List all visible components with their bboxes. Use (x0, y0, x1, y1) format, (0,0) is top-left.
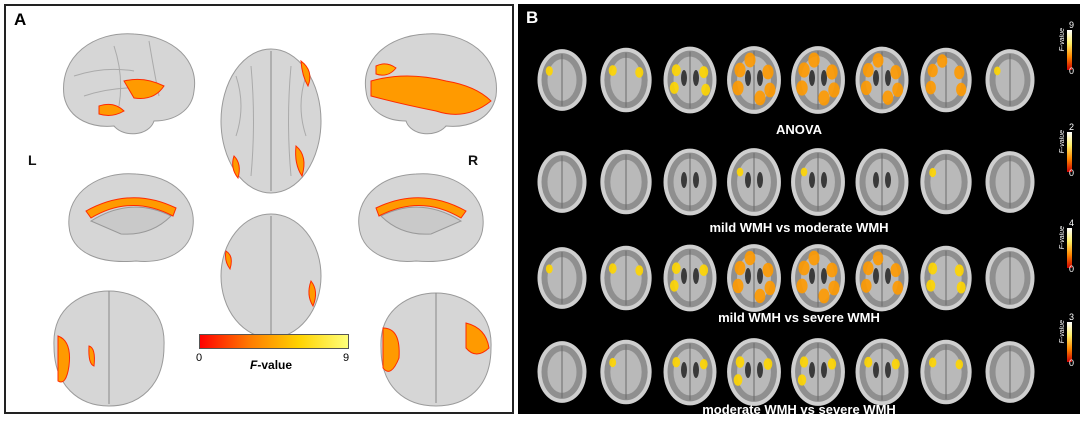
brain-top-view (220, 48, 322, 194)
axial-slice (600, 339, 652, 405)
brain-bottom-view (220, 213, 322, 339)
axial-slice (600, 149, 652, 215)
axial-slice (600, 245, 652, 311)
row-colorbar: 3 0 F-value (1040, 312, 1074, 370)
contrast-caption: moderate WMH vs severe WMH (702, 402, 896, 414)
panel-a: A L R (4, 4, 514, 414)
row-colorbar-min: 0 (1068, 358, 1074, 368)
row-colorbar-gradient (1067, 322, 1072, 362)
axial-slice (985, 49, 1035, 111)
axial-slice (920, 339, 972, 405)
contrast-caption: mild WMH vs severe WMH (718, 310, 880, 325)
f-value-colorbar (199, 334, 349, 349)
colorbar-max-label: 9 (343, 352, 350, 364)
axial-slice (855, 148, 909, 216)
axial-slice (791, 244, 845, 312)
brain-right-lateral (364, 33, 497, 135)
row-colorbar-min: 0 (1068, 168, 1074, 178)
axial-slice (537, 151, 587, 213)
row-colorbar-min: 0 (1068, 66, 1074, 76)
contrast-caption: ANOVA (776, 122, 822, 137)
axial-slice (920, 149, 972, 215)
row-colorbar-max: 4 (1068, 218, 1074, 228)
right-hemisphere-label: R (468, 152, 479, 168)
axial-slice (663, 338, 717, 406)
axial-slice (727, 148, 781, 216)
left-hemisphere-label: L (28, 152, 37, 168)
axial-slice (920, 47, 972, 113)
row-colorbar-gradient (1067, 132, 1072, 172)
row-colorbar-label: F-value (1059, 226, 1066, 250)
row-colorbar-gradient (1067, 30, 1072, 70)
panel-a-label: A (14, 10, 27, 29)
colorbar-title-rest: -value (257, 358, 293, 372)
brain-anterior-view (380, 292, 492, 407)
axial-slice (855, 338, 909, 406)
axial-slice (920, 245, 972, 311)
row-colorbar: 2 0 F-value (1040, 122, 1074, 180)
axial-slice (537, 341, 587, 403)
axial-slice (855, 46, 909, 114)
row-colorbar-label: F-value (1059, 320, 1066, 344)
panel-b-label: B (526, 8, 539, 27)
row-colorbar-max: 9 (1068, 20, 1074, 30)
axial-slice (985, 341, 1035, 403)
axial-slice (663, 46, 717, 114)
brain-left-lateral (63, 33, 196, 135)
axial-slice (663, 148, 717, 216)
axial-slice (985, 247, 1035, 309)
axial-slice (727, 46, 781, 114)
axial-slice (537, 49, 587, 111)
axial-slice (727, 338, 781, 406)
axial-slice (600, 47, 652, 113)
slice-row (532, 140, 1035, 228)
axial-slice (727, 244, 781, 312)
row-colorbar-min: 0 (1068, 264, 1074, 274)
brain-left-medial (68, 173, 194, 263)
slice-row (532, 330, 1035, 414)
axial-slice (663, 244, 717, 312)
colorbar-title: F-value (250, 358, 292, 372)
axial-slice (791, 338, 845, 406)
axial-slice (855, 244, 909, 312)
row-colorbar-gradient (1067, 228, 1072, 268)
axial-slice (791, 46, 845, 114)
axial-slice (537, 247, 587, 309)
row-colorbar-max: 2 (1068, 122, 1074, 132)
slice-row (532, 38, 1035, 126)
row-colorbar-label: F-value (1059, 28, 1066, 52)
row-colorbar: 9 0 F-value (1040, 20, 1074, 78)
contrast-caption: mild WMH vs moderate WMH (709, 220, 889, 235)
colorbar-title-var: F (250, 358, 258, 372)
brain-posterior-view (53, 290, 165, 407)
brain-right-medial (358, 173, 484, 263)
axial-slice (985, 151, 1035, 213)
slice-row (532, 236, 1035, 324)
axial-slice (791, 148, 845, 216)
row-colorbar-max: 3 (1068, 312, 1074, 322)
colorbar-min-label: 0 (196, 352, 203, 364)
row-colorbar: 4 0 F-value (1040, 218, 1074, 276)
row-colorbar-label: F-value (1059, 130, 1066, 154)
